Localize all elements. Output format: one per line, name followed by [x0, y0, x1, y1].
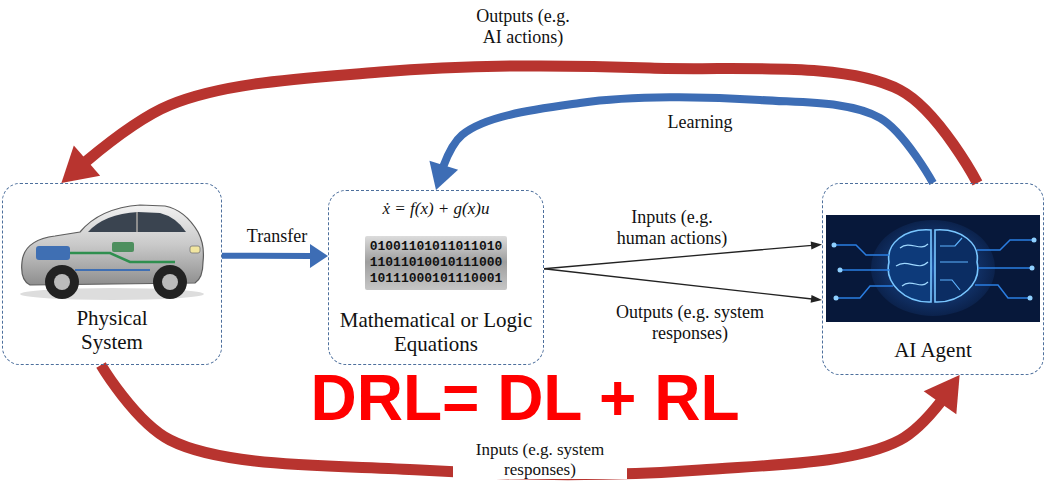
arrow-head: [429, 161, 458, 190]
arrow-head: [811, 241, 822, 249]
equation-text: ẋ = f(x) + g(x)u: [383, 199, 490, 219]
learning-arrow: [436, 97, 933, 190]
arrow-head: [811, 295, 822, 303]
circuit-lines: [834, 245, 893, 298]
node-title: Physical System: [47, 306, 177, 354]
ai-agent-box: AI Agent: [822, 183, 1044, 375]
edge-label: Outputs (e.g. AI actions): [464, 6, 583, 47]
car-wiring: [70, 253, 175, 262]
edge-label: Inputs (e.g. human actions): [605, 207, 739, 248]
circuit-dot: [1028, 296, 1033, 301]
overlay-title: DRL= DL + RL: [310, 366, 739, 430]
car-wheel: [153, 265, 187, 299]
binary-code: 01001101011011010 11011010010111000 1011…: [365, 236, 508, 290]
circuit-dot: [838, 268, 843, 273]
car-illustration: [20, 205, 204, 300]
brain-right-half: [935, 230, 978, 302]
car-window: [88, 212, 186, 232]
circuit-lines: [975, 240, 1034, 298]
brain-glow: [871, 220, 995, 316]
edge-label: Outputs (e.g. system responses): [593, 302, 787, 343]
circuit-dot: [834, 296, 839, 301]
edge-label: Inputs (e.g. system responses): [453, 440, 627, 479]
node-title: Mathematical or Logic Equations: [335, 308, 537, 356]
arrow-head: [310, 244, 328, 268]
car-engine: [36, 246, 70, 260]
brain-left-half: [888, 230, 931, 302]
arrow-head: [61, 146, 100, 183]
circuit-dot: [1030, 266, 1035, 271]
brain-folds: [896, 244, 928, 286]
car-pillar: [136, 212, 138, 232]
brain-circuit: [940, 238, 968, 290]
car-light: [190, 246, 200, 253]
node-title: AI Agent: [894, 338, 972, 362]
edge-label: Learning: [666, 112, 735, 133]
equation-box: ẋ = f(x) + g(x)u 01001101011011010 110110…: [328, 190, 544, 365]
brain-illustration: [826, 215, 1040, 322]
car-battery: [112, 242, 134, 252]
brain-background: [826, 215, 1040, 322]
car-rim: [54, 274, 70, 290]
car-rim: [162, 274, 178, 290]
circuit-dot: [1032, 238, 1037, 243]
circuit-dot: [832, 243, 837, 248]
output-arrow: [544, 269, 822, 300]
car-wiring: [75, 269, 150, 271]
connector-group: [61, 66, 977, 474]
car-wheel: [45, 265, 79, 299]
action-arrow: [61, 66, 977, 183]
edge-label: Transfer: [245, 226, 309, 247]
physical-system-box: Physical System: [2, 183, 222, 365]
arrow-head: [924, 375, 960, 414]
